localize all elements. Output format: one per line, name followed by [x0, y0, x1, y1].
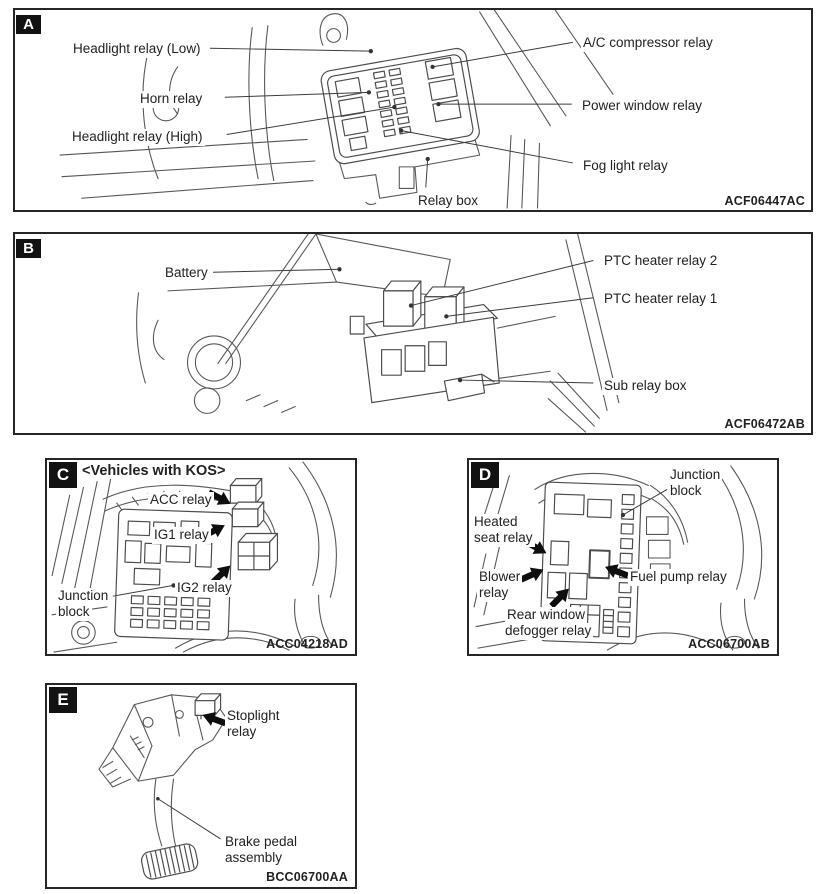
label-fuel-pump-relay: Fuel pump relay — [628, 569, 729, 586]
label-ptc-heater-relay-2: PTC heater relay 2 — [602, 253, 720, 270]
panel-e-brake-pedal-artwork — [98, 693, 229, 880]
label-junction-block-line2: block — [668, 483, 704, 500]
panel-a-badge: A — [16, 15, 41, 34]
panel-b-badge: B — [16, 239, 41, 258]
label-heated-seat-relay-line1: Heated — [472, 514, 520, 531]
panel-d-leader-dots — [620, 512, 626, 518]
panel-c-leader-lines — [112, 584, 174, 597]
label-blower-relay-line1: Blower — [477, 569, 523, 586]
panel-e: E — [45, 683, 357, 889]
panel-b-figure-code: ACF06472AB — [724, 417, 805, 431]
panel-c: C — [45, 458, 357, 656]
panel-e-badge: E — [49, 687, 77, 713]
label-junction-block-line2: block — [56, 604, 92, 621]
panel-d-leader-lines — [622, 488, 668, 516]
label-stoplight-relay-line1: Stoplight — [225, 708, 282, 725]
relay-box-drawing — [320, 47, 480, 165]
panel-c-heading: <Vehicles with KOS> — [80, 463, 228, 479]
label-headlight-relay-low: Headlight relay (Low) — [71, 41, 203, 58]
panel-c-figure-code: ACC04218AD — [266, 637, 348, 651]
panel-a-leader-dots — [366, 49, 441, 162]
kos-relays-drawing — [229, 478, 279, 571]
label-heated-seat-relay-line2: seat relay — [472, 530, 535, 547]
panel-b-sub-relay-box-artwork — [136, 234, 620, 433]
label-ptc-heater-relay-1: PTC heater relay 1 — [602, 291, 720, 308]
label-brake-pedal-assembly-line1: Brake pedal — [223, 834, 300, 851]
label-sub-relay-box: Sub relay box — [602, 378, 689, 395]
panel-a-figure-code: ACF06447AC — [724, 194, 805, 208]
panel-a-engine-relay-box-artwork — [59, 10, 614, 209]
panel-e-leader-dots — [156, 796, 160, 801]
sub-relay-box-drawing — [349, 280, 500, 404]
panel-b-leader-lines — [213, 259, 594, 384]
label-acc-relay: ACC relay — [148, 492, 214, 509]
label-rear-window-defogger-relay-line1: Rear window — [505, 607, 588, 624]
panel-d-figure-code: ACC06700AB — [688, 637, 770, 651]
panel-b: B — [13, 232, 813, 435]
label-stoplight-relay-line2: relay — [225, 724, 259, 741]
label-junction-block-line1: Junction — [668, 467, 723, 484]
panel-c-badge: C — [49, 462, 77, 488]
label-relay-box: Relay box — [416, 193, 481, 210]
panel-d-badge: D — [471, 462, 499, 488]
label-ac-compressor-relay: A/C compressor relay — [581, 35, 715, 52]
panel-e-leader-lines — [157, 798, 221, 840]
label-ig2-relay: IG2 relay — [175, 580, 234, 597]
panel-a: A — [13, 8, 813, 212]
panel-e-figure-code: BCC06700AA — [266, 870, 348, 884]
label-brake-pedal-assembly-line2: assembly — [223, 850, 285, 867]
label-ig1-relay: IG1 relay — [152, 527, 211, 544]
label-power-window-relay: Power window relay — [580, 98, 705, 115]
brake-pedal-pad-drawing — [140, 843, 199, 880]
panel-b-leader-dots — [337, 267, 463, 383]
label-headlight-relay-high: Headlight relay (High) — [70, 129, 205, 146]
panel-a-background-lines — [59, 10, 614, 209]
label-battery: Battery — [163, 265, 210, 282]
panel-c-leader-dots — [171, 583, 176, 588]
label-horn-relay: Horn relay — [138, 91, 205, 108]
panel-d: D — [467, 458, 779, 656]
stoplight-relay-drawing — [194, 693, 222, 720]
panel-c-junction-block-artwork — [51, 461, 337, 653]
label-fog-light-relay: Fog light relay — [581, 158, 670, 175]
brake-pedal-assembly-drawing — [98, 694, 228, 847]
label-rear-window-defogger-relay-line2: defogger relay — [503, 623, 594, 640]
panel-a-leader-lines — [210, 41, 573, 188]
label-junction-block-line1: Junction — [56, 588, 111, 605]
label-blower-relay-line2: relay — [477, 585, 511, 602]
